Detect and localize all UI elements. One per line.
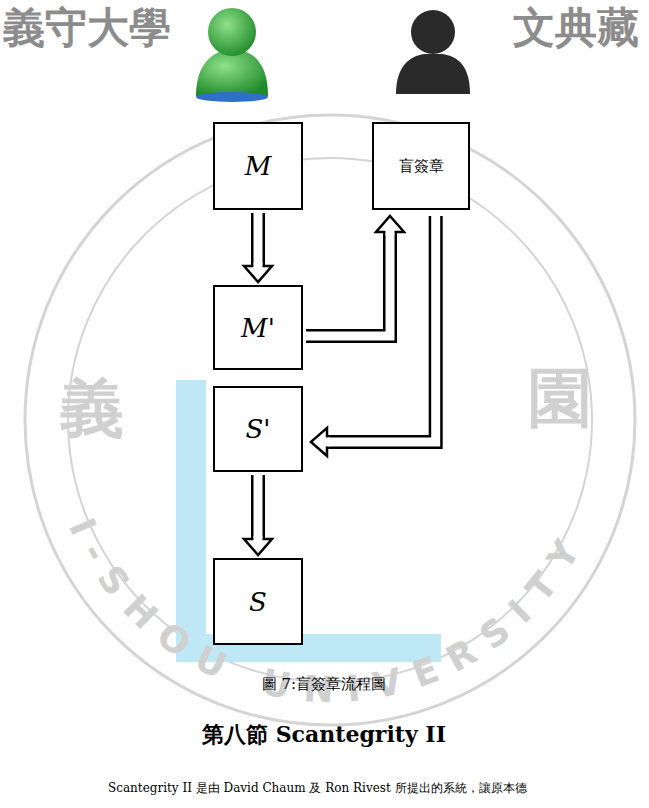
icon-base: [196, 92, 268, 102]
hollow-arrow: [244, 213, 272, 282]
arrow-head: [311, 428, 327, 456]
watermark-text: 義守大學: [3, 0, 171, 56]
blinded-message-box: M': [213, 285, 303, 370]
watermark-char: 園: [528, 360, 592, 435]
hollow-arrow: [244, 475, 272, 555]
watermark-char: 義: [59, 370, 124, 445]
blue-band: [176, 380, 441, 662]
arrow-joint: [325, 437, 330, 446]
arrow-joint: [254, 536, 263, 541]
message-box: M: [213, 122, 303, 210]
box-label: S': [246, 414, 271, 444]
arrow-shaft-outline: [306, 232, 390, 336]
watermark-text: 文典藏: [513, 0, 639, 56]
signer-box: 盲簽章: [372, 122, 470, 210]
seal-ring: [25, 115, 635, 725]
blind-signature-box: S': [213, 386, 303, 472]
user-icon-green: [196, 8, 268, 102]
box-label: 盲簽章: [399, 157, 444, 176]
icon-body: [196, 50, 268, 96]
hollow-arrow: [311, 216, 436, 456]
watermark-seal: [25, 115, 635, 725]
arrow-head: [376, 216, 404, 232]
icon-head: [208, 8, 256, 56]
watermark-arc-text: I-SHOU UNIVERSITY: [61, 513, 588, 711]
arrow-shaft-fill: [254, 475, 263, 539]
icon-body: [396, 54, 470, 94]
body-text: Scantegrity II 是由 David Chaum 及 Ron Rive…: [108, 780, 527, 797]
box-label: S: [249, 587, 267, 617]
figure-caption: 圖 7:盲簽章流程圖: [262, 675, 386, 694]
arrow-shaft-outline: [251, 213, 265, 266]
arrow-shaft-outline: [327, 216, 436, 442]
icon-head: [411, 10, 455, 54]
arrow-shaft-outline: [251, 475, 265, 539]
arrow-joint: [386, 230, 395, 235]
hollow-arrow: [306, 216, 404, 336]
box-label: M': [241, 313, 275, 343]
box-label: M: [245, 151, 272, 181]
user-icon-black: [396, 10, 470, 94]
arrow-shaft-fill: [254, 213, 263, 266]
section-heading: 第八節 Scantegrity II: [202, 720, 446, 750]
arrow-shaft-fill: [327, 216, 436, 442]
arrow-head: [244, 539, 272, 555]
arrow-head: [244, 266, 272, 282]
arrow-shaft-fill: [306, 232, 390, 336]
signature-box: S: [213, 558, 303, 645]
arrow-joint: [254, 263, 263, 268]
